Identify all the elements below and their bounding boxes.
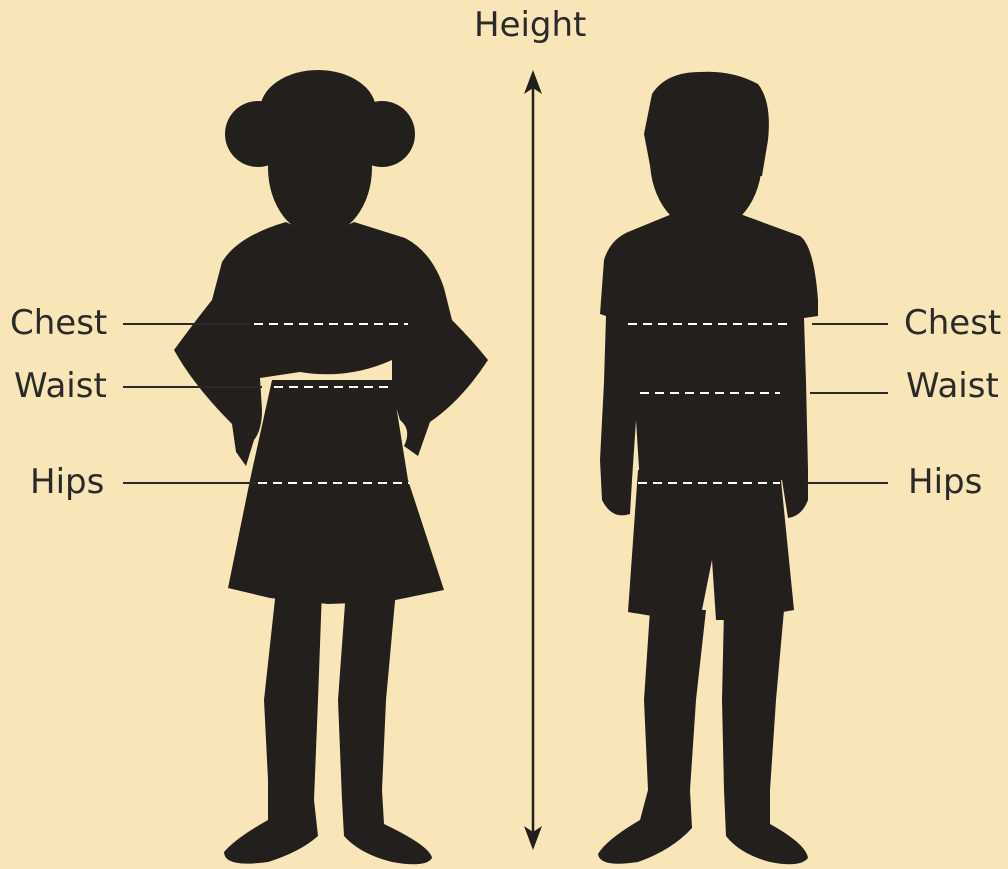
girl-chest-label: Chest bbox=[10, 306, 107, 340]
boy-leg-left bbox=[598, 610, 706, 864]
boy-shorts bbox=[628, 470, 794, 620]
boy-leg-right bbox=[722, 610, 808, 864]
boy-waist-label: Waist bbox=[906, 369, 999, 403]
girl-leg-left bbox=[224, 590, 322, 864]
girl-waist-label: Waist bbox=[14, 369, 107, 403]
height-label: Height bbox=[474, 8, 586, 42]
height-arrow bbox=[524, 70, 542, 850]
girl-leg-right bbox=[338, 590, 432, 864]
girl-hips-label: Hips bbox=[30, 465, 104, 499]
girl-silhouette bbox=[174, 70, 488, 864]
boy-hips-label: Hips bbox=[908, 465, 982, 499]
boy-chest-label: Chest bbox=[904, 306, 1001, 340]
boy-silhouette bbox=[598, 72, 818, 865]
